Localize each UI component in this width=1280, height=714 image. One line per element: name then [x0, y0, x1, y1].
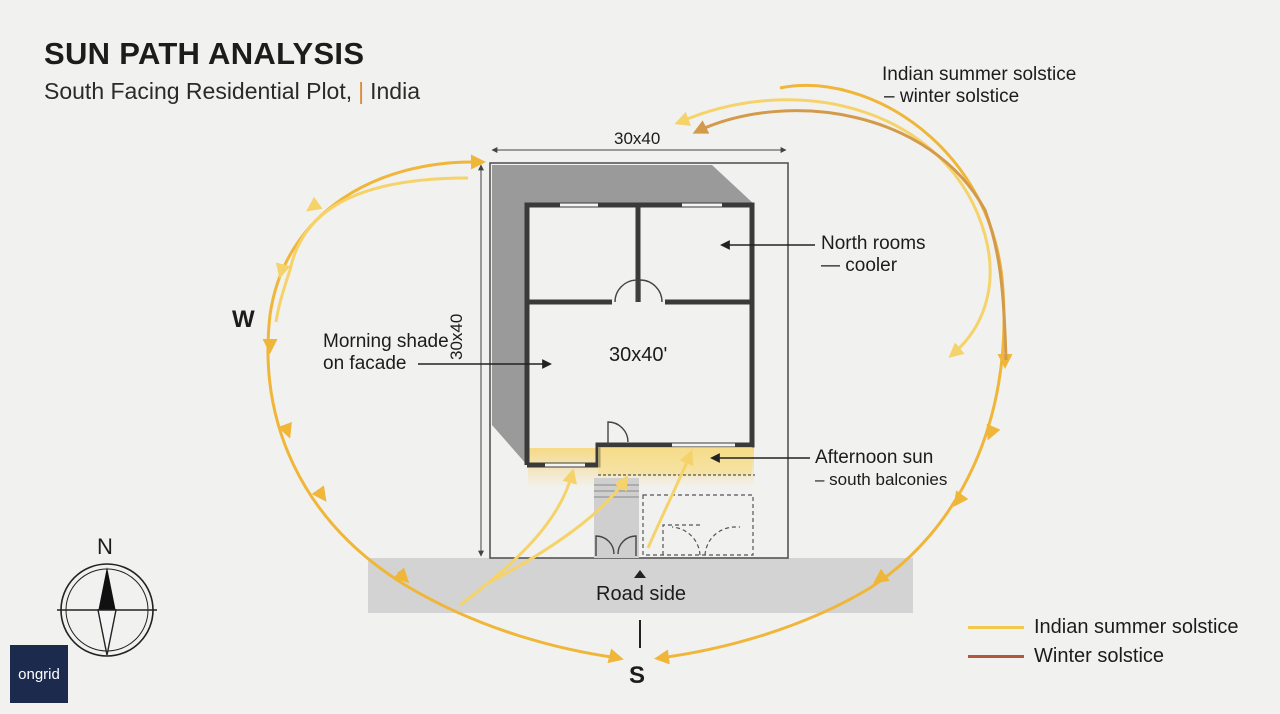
road-strip [368, 558, 913, 613]
legend-label-winter: Winter solstice [1034, 645, 1165, 667]
afternoon-sun-line2: – south balconies [815, 470, 948, 489]
legend-label-summer: Indian summer solstice [1034, 616, 1239, 638]
north-label: N [97, 534, 113, 559]
subtitle-separator: | [358, 78, 365, 104]
facade-shade [492, 165, 755, 465]
summer-inner-arrows [275, 111, 965, 358]
height-dimension: 30x40 [447, 313, 466, 360]
sun-rays [459, 449, 694, 607]
summer-path-west [266, 160, 619, 660]
subtitle-left: South Facing Residential Plot, [44, 78, 353, 104]
south-label: S [629, 662, 646, 689]
top-annotation-line2: – winter solstice [884, 86, 1020, 107]
winter-path-arrows [692, 120, 710, 134]
room-size: 30x40' [609, 344, 668, 366]
parking-bay [642, 494, 754, 556]
legend-item-winter: Winter solstice [968, 642, 1239, 671]
subtitle-right: India [370, 78, 420, 104]
west-label: W [232, 306, 255, 333]
entry-marker [634, 570, 646, 578]
afternoon-sun-line1: Afternoon sun [815, 447, 934, 468]
top-annotation-line1: Indian summer solstice [882, 64, 1077, 85]
road-label: Road side [596, 583, 687, 605]
legend: Indian summer solstice Winter solstice [968, 613, 1239, 671]
compass-icon [57, 563, 157, 657]
north-rooms-line2: — cooler [821, 255, 898, 276]
brand-logo: ongrid [10, 645, 68, 703]
legend-item-summer: Indian summer solstice [968, 613, 1239, 642]
garage-gate [662, 524, 740, 556]
legend-swatch-winter [968, 655, 1024, 658]
windows [545, 203, 735, 467]
house-walls [524, 202, 755, 468]
page-title: SUN PATH ANALYSIS [44, 36, 365, 71]
summer-path-arrows [262, 154, 1013, 665]
north-rooms-annotation: North rooms— cooler [821, 233, 926, 277]
width-dimension: 30x40 [614, 129, 661, 148]
summer-inner-path-west [274, 176, 469, 323]
morning-shade-line2: on facade [323, 353, 407, 374]
afternoon-sun-annotation: Afternoon sun – south balconies [815, 447, 947, 491]
morning-shade-line1: Morning shade [323, 331, 449, 352]
north-rooms-line1: North rooms [821, 233, 926, 254]
page-subtitle: South Facing Residential Plot,|India [44, 78, 420, 105]
gate [595, 535, 637, 556]
summer-inner-path-east [679, 98, 992, 354]
interior-doors [607, 279, 663, 445]
winter-path [699, 109, 1008, 361]
top-annotation: Indian summer solstice– winter solstice [882, 64, 1076, 108]
south-balcony [598, 447, 752, 475]
legend-swatch-summer [968, 626, 1024, 629]
